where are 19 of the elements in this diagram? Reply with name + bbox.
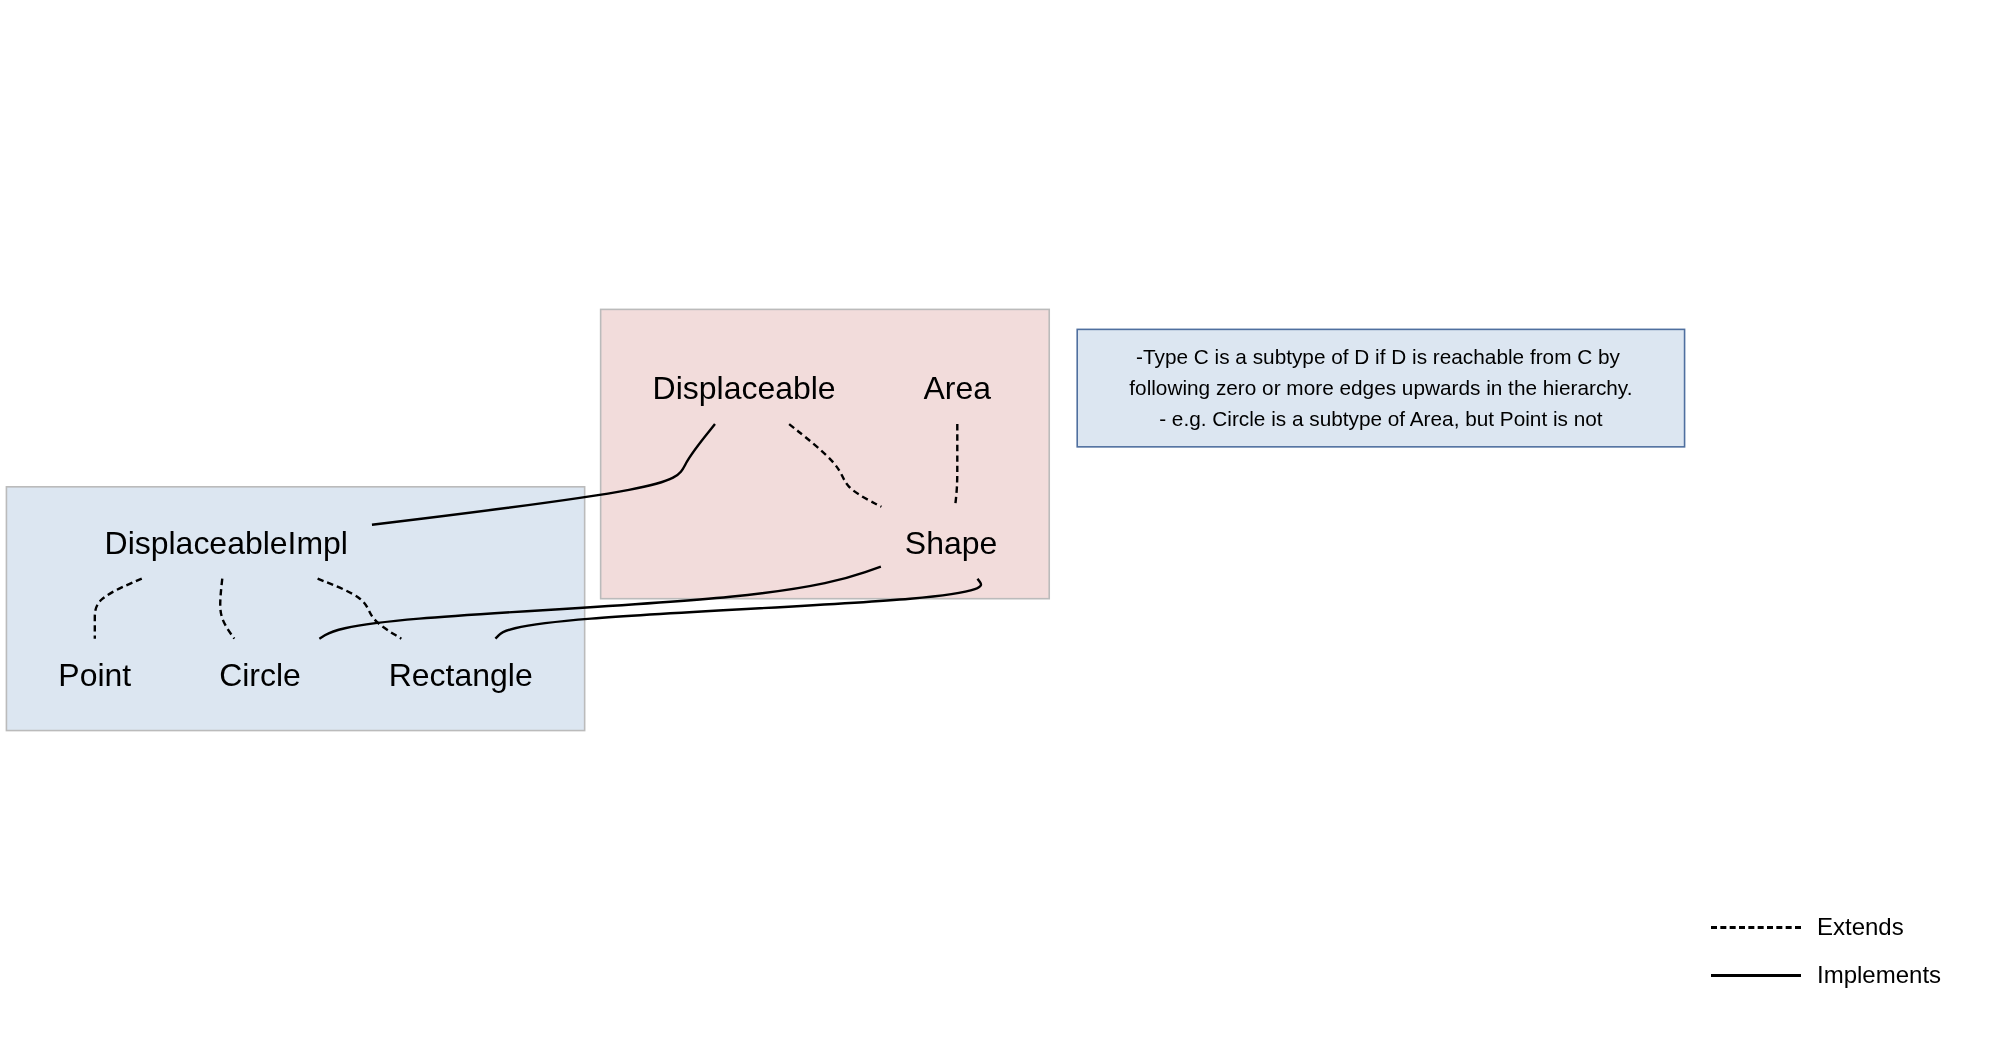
connector	[219, 578, 236, 639]
node-text: DisplaceableImpl	[104, 524, 348, 560]
legend-label: Implements	[1817, 961, 1942, 989]
cluster	[5, 485, 586, 731]
connector	[317, 577, 402, 640]
node-text: Circle	[219, 656, 301, 692]
node-text: Shape	[904, 524, 998, 560]
connector	[788, 422, 882, 508]
node-text: Area	[923, 370, 992, 406]
connector	[93, 577, 143, 639]
connector	[371, 422, 716, 526]
node-text: Displaceable	[652, 370, 836, 406]
node-text: Rectangle	[388, 656, 533, 692]
node-text: Point	[58, 656, 132, 692]
node-box: -Type C is a subtype of D if D is reachable from C by following zero or more edges upwards in the hierarchy. - e.g. Circle is a subtype of Area, but Point is not	[1076, 328, 1686, 448]
connector	[494, 577, 982, 639]
legend-label: Extends	[1817, 913, 1904, 941]
connector	[318, 565, 882, 640]
cluster	[599, 308, 1051, 599]
